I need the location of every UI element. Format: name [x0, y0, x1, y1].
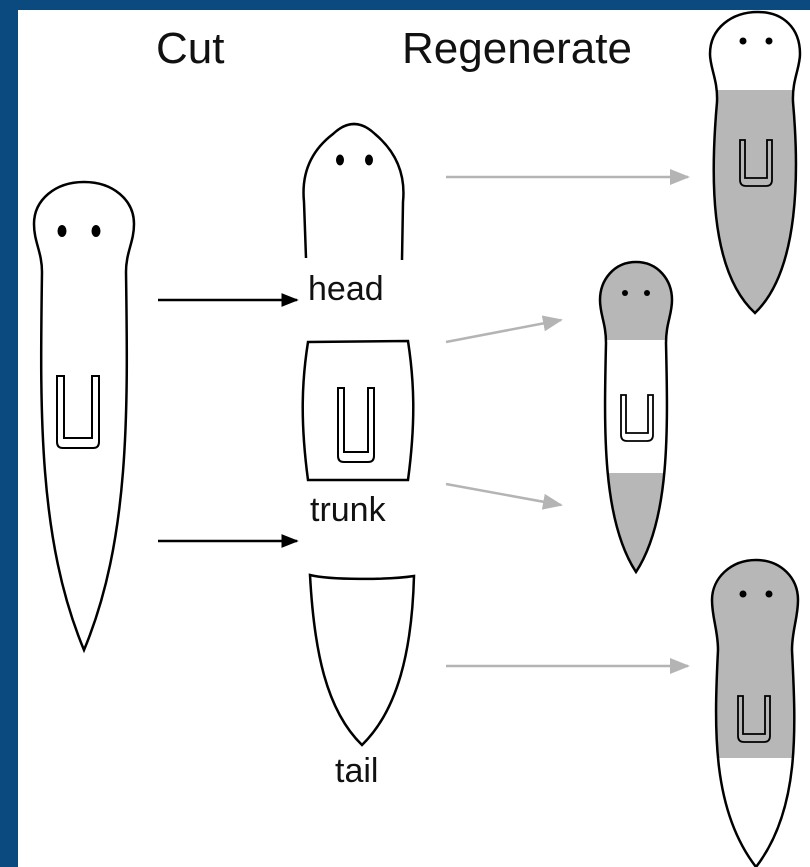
eyespot	[740, 591, 747, 598]
regen-arrow	[446, 484, 561, 505]
eyespot	[644, 290, 650, 296]
regeneration-diagram	[18, 10, 810, 867]
trunk-label: trunk	[310, 491, 386, 530]
head-label: head	[308, 270, 384, 309]
eyespot	[766, 38, 773, 45]
regenerate-heading: Regenerate	[402, 24, 632, 74]
tail-fragment	[310, 575, 414, 745]
regenerated-worm-from-tail	[698, 550, 810, 867]
regenerated-worm-from-head	[698, 10, 810, 330]
eyespot	[336, 155, 344, 166]
eyespot	[365, 155, 373, 166]
regenerated-worm-from-trunk	[588, 250, 688, 583]
intact-worm	[34, 182, 134, 650]
eyespot	[766, 591, 773, 598]
head-fragment	[304, 124, 404, 260]
eyespot	[740, 38, 747, 45]
cut-heading: Cut	[156, 24, 224, 74]
eyespot	[92, 225, 101, 237]
eyespot	[622, 290, 628, 296]
trunk-fragment	[303, 341, 414, 480]
eyespot	[58, 225, 67, 237]
tail-label: tail	[335, 752, 378, 791]
diagram-canvas: Cut Regenerate head trunk tail	[18, 10, 810, 867]
regen-arrow	[446, 320, 561, 342]
